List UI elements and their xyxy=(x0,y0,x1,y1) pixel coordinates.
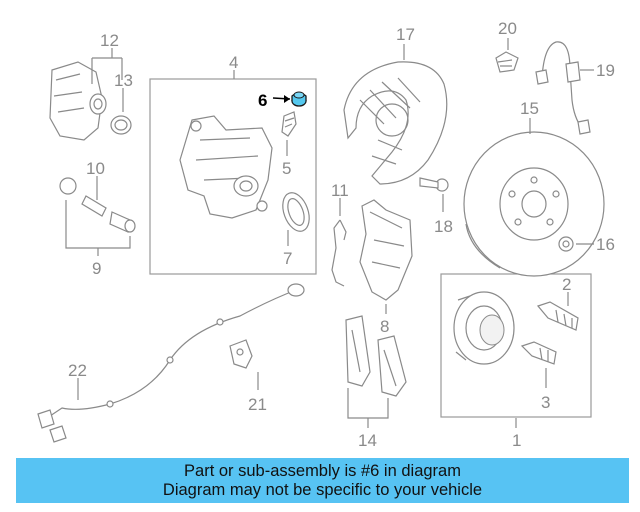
callout-19: 19 xyxy=(596,61,615,80)
callout-22: 22 xyxy=(68,361,87,380)
callout-15: 15 xyxy=(520,99,539,118)
callout-14: 14 xyxy=(358,431,377,450)
part-13-o-ring xyxy=(110,115,132,135)
part-2-hub-bolt xyxy=(536,301,579,331)
part-17-brake-dust-shield xyxy=(343,61,448,185)
callout-13: 13 xyxy=(114,71,133,90)
callout-20: 20 xyxy=(498,19,517,38)
part-7-piston-seal xyxy=(282,192,310,232)
callout-8: 8 xyxy=(380,317,389,336)
callout-10: 10 xyxy=(86,159,105,178)
part-10-guide-pin-set xyxy=(59,177,136,233)
part-16-rotor-screw xyxy=(558,236,574,252)
callout-7: 7 xyxy=(283,249,292,268)
banner-line-2: Diagram may not be specific to your vehi… xyxy=(162,480,483,499)
callout-12: 12 xyxy=(100,31,119,50)
part-5-bleeder-screw xyxy=(281,111,297,137)
parts-diagram: 12 13 10 9 4 6 5 7 17 11 18 8 14 20 19 1… xyxy=(37,19,615,450)
part-14-brake-pads xyxy=(345,315,407,397)
part-3-hub-bolt xyxy=(520,341,557,365)
part-6-bleeder-cap-highlighted xyxy=(291,91,307,107)
part-22-abs-sensor-wire xyxy=(37,283,305,443)
part-1-wheel-hub xyxy=(453,291,515,365)
callout-3: 3 xyxy=(541,393,550,412)
callout-5: 5 xyxy=(282,159,291,178)
callout-21: 21 xyxy=(248,395,267,414)
callout-1: 1 xyxy=(512,431,521,450)
callout-17: 17 xyxy=(396,25,415,44)
callout-18: 18 xyxy=(434,217,453,236)
part-4-caliper-carrier xyxy=(179,115,273,219)
part-20-retaining-clip xyxy=(495,51,519,73)
callout-16: 16 xyxy=(596,235,615,254)
part-11-pad-spring xyxy=(331,219,347,287)
callout-9: 9 xyxy=(92,259,101,278)
callout-11: 11 xyxy=(331,181,349,200)
info-banner: Part or sub-assembly is #6 in diagram Di… xyxy=(16,458,629,503)
part-8-caliper-bracket xyxy=(359,199,413,301)
callout-6-highlighted: 6 xyxy=(258,91,267,110)
callout-4: 4 xyxy=(229,53,238,72)
part-18-shield-bolt xyxy=(419,177,449,192)
banner-line-1: Part or sub-assembly is #6 in diagram xyxy=(184,461,461,480)
part-19-brake-hose xyxy=(535,41,591,135)
callout-2: 2 xyxy=(562,275,571,294)
part-12-caliper-motor xyxy=(49,61,107,141)
part-21-sensor-bracket xyxy=(229,339,253,369)
caliper-group-box xyxy=(149,78,317,275)
part-15-brake-rotor xyxy=(463,131,605,277)
